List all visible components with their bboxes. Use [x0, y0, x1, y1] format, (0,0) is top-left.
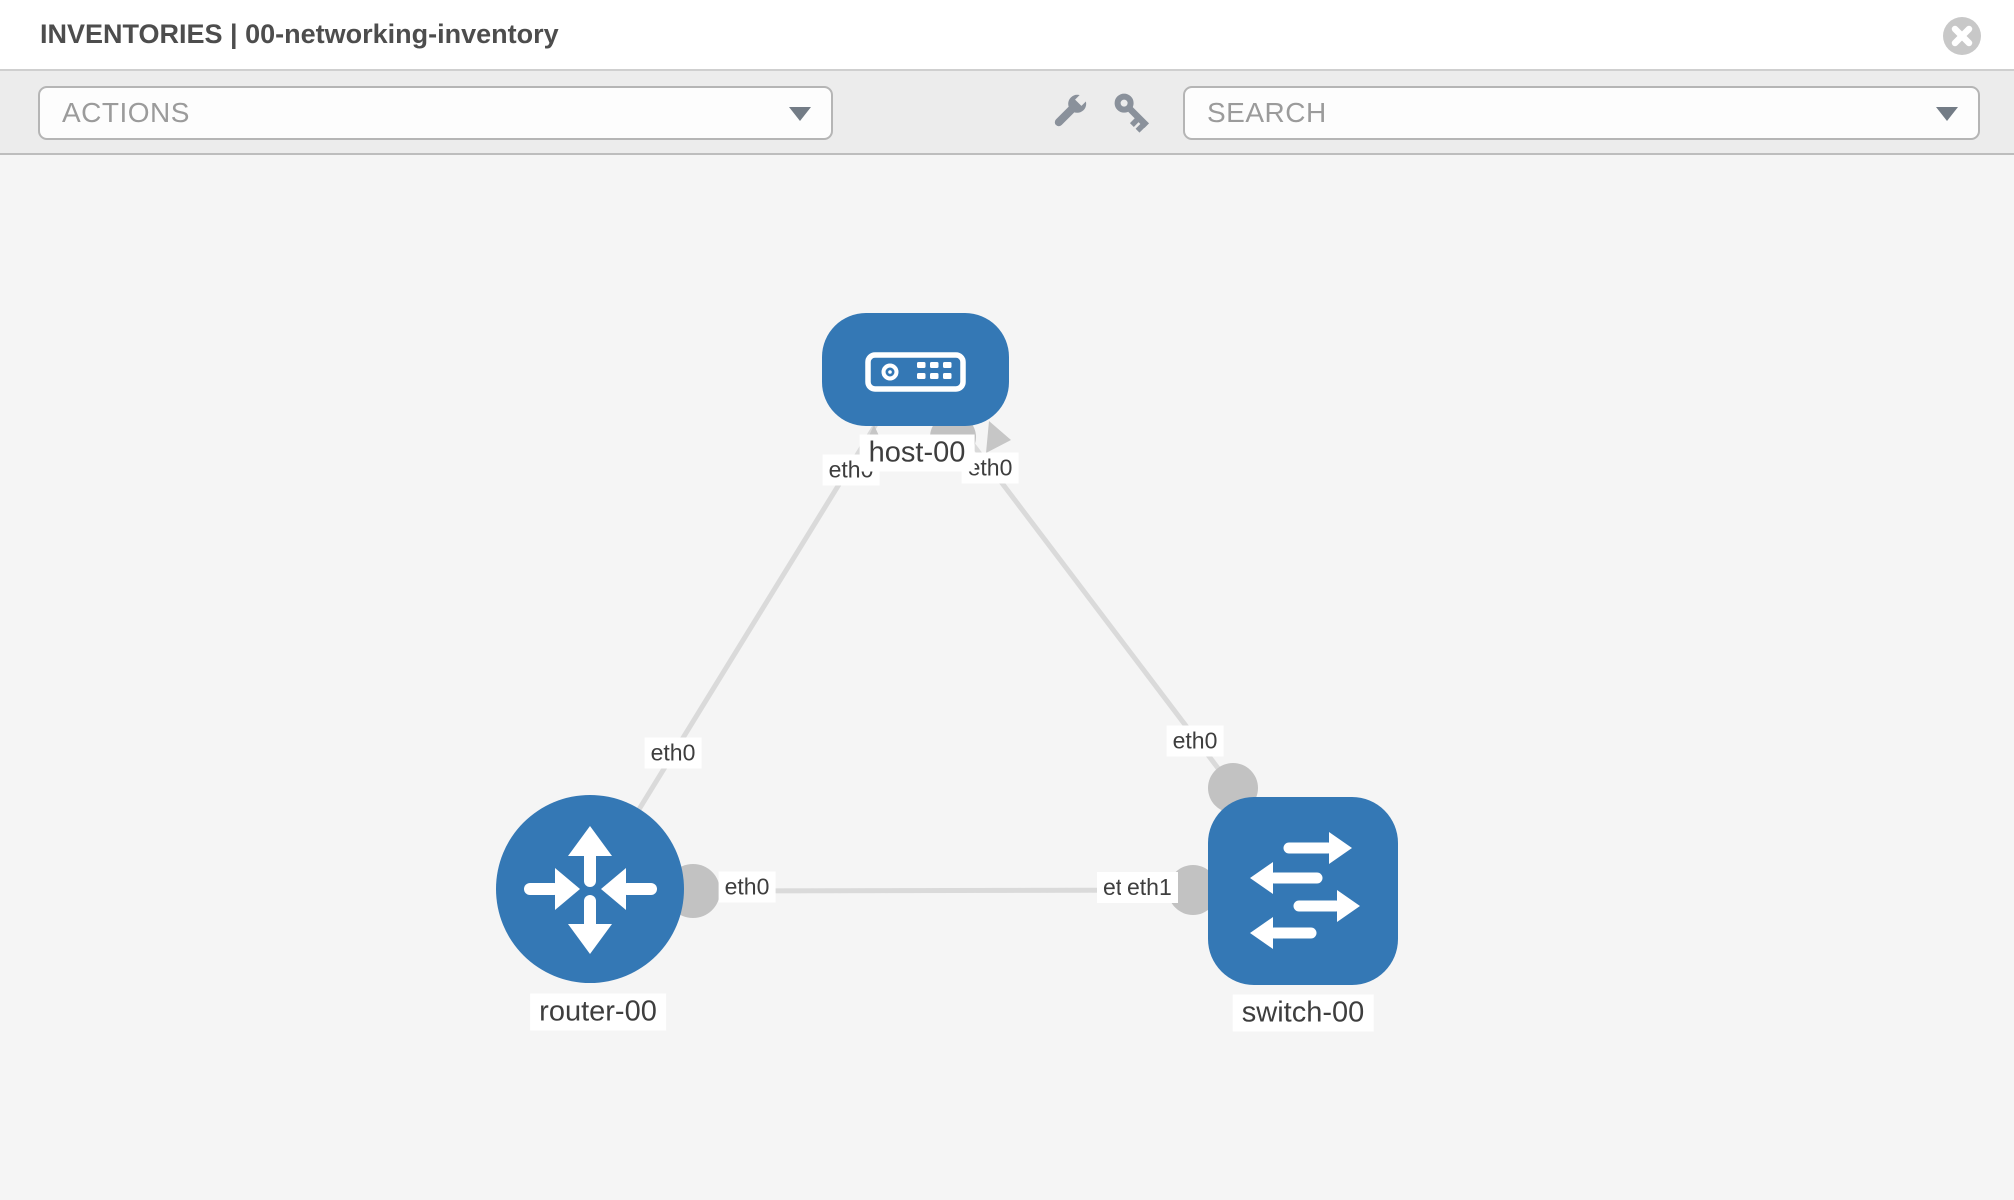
- header-bar: INVENTORIES | 00-networking-inventory: [0, 0, 2014, 71]
- close-button[interactable]: [1943, 17, 1981, 55]
- node-label-router: router-00: [530, 993, 666, 1031]
- key-icon: [1114, 93, 1150, 133]
- iface-label-router-to-host: eth0: [644, 737, 702, 769]
- wrench-icon: [1054, 92, 1089, 127]
- node-label-host: host-00: [859, 434, 975, 472]
- node-label-switch: switch-00: [1232, 994, 1374, 1032]
- actions-dropdown-label: ACTIONS: [62, 97, 190, 128]
- search-placeholder: SEARCH: [1207, 97, 1327, 128]
- interface-dot-switch-left[interactable]: [1168, 865, 1218, 915]
- actions-dropdown[interactable]: ACTIONS: [38, 86, 833, 140]
- iface-label-router-to-switch: eth0: [718, 871, 776, 903]
- page-title: INVENTORIES | 00-networking-inventory: [40, 19, 559, 49]
- link-arrow: [986, 421, 1011, 453]
- iface-label-switch-to-router: eth1: [1121, 872, 1178, 903]
- node-switch[interactable]: [1208, 797, 1398, 985]
- search-dropdown[interactable]: SEARCH: [1183, 86, 1980, 140]
- iface-label-switch-to-host: eth0: [1166, 725, 1224, 757]
- node-router[interactable]: [496, 795, 684, 983]
- switch-icon: [1250, 832, 1360, 949]
- chevron-down-icon: [789, 107, 811, 121]
- host-icon: [865, 352, 966, 392]
- topology-canvas[interactable]: host-00 router-00 switch-00 eth0 eth0 et…: [0, 155, 2014, 1200]
- toolbar: ACTIONS SEARC: [0, 71, 2014, 155]
- topology-svg: [496, 313, 1398, 985]
- router-icon: [524, 826, 657, 954]
- node-host[interactable]: [822, 313, 1009, 426]
- configure-button[interactable]: [1036, 81, 1100, 145]
- chevron-down-icon: [1936, 107, 1958, 121]
- credentials-button[interactable]: [1102, 81, 1166, 145]
- close-icon: [1951, 25, 1973, 47]
